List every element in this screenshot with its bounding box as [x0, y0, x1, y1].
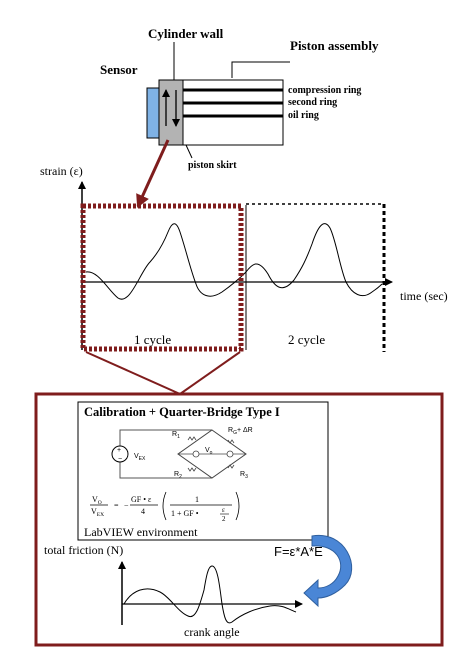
strain-gauge-rg-icon [227, 439, 235, 444]
formula-gf-den: 4 [141, 507, 145, 516]
formula-paren-right [235, 491, 240, 521]
sensor-label: Sensor [100, 62, 138, 77]
ring-label: compression ring [288, 85, 361, 96]
piston-section: Cylinder wall Piston assembly Sensor com… [100, 26, 379, 171]
formula-lhs-num: VO [92, 495, 102, 506]
formula-inner-den: 1 + GF • [171, 509, 199, 518]
piston-skirt-label: piston skirt [188, 160, 237, 171]
strain-signal-curve [85, 223, 383, 300]
r1-label: R1 [172, 431, 180, 440]
vo-label: Vo [205, 447, 213, 456]
formula-equals: = [114, 501, 119, 510]
piston-skirt-leader [185, 144, 193, 159]
friction-plot: total friction (N) crank angle [44, 543, 303, 639]
cylinder-wall [158, 79, 184, 146]
curved-blue-arrow-icon [303, 534, 353, 608]
formula-lhs-den: VEX [91, 507, 104, 518]
piston-assembly-leader [231, 61, 290, 78]
strain-plot: strain (ε) time (sec) 1 cycle 2 cycle [40, 164, 448, 352]
vex-label: VEX [134, 453, 146, 462]
zoom-connector-right [179, 351, 241, 395]
output-node-right [226, 450, 234, 458]
voltage-source-icon [111, 445, 129, 463]
labview-box [77, 401, 329, 541]
ring-label: second ring [288, 97, 337, 108]
time-axis-label: time (sec) [400, 289, 448, 303]
r2-label: R2 [174, 471, 182, 480]
force-equation-label: F=ε*A*E [274, 544, 323, 559]
crank-angle-label: crank angle [184, 625, 240, 639]
formula-minus: − [124, 501, 129, 510]
sensor-block [146, 87, 160, 139]
formula-paren-left [162, 491, 167, 521]
resistor-r2-icon [187, 467, 197, 472]
rg-label: RG+ ΔR [228, 427, 253, 436]
minus-sign: − [118, 456, 122, 463]
calibration-title: Calibration + Quarter-Bridge Type I [84, 405, 280, 419]
friction-y-label: total friction (N) [44, 543, 123, 557]
formula-inner-num: 1 [195, 495, 199, 504]
formula-eps-num: ε [222, 506, 225, 514]
strain-y-label: strain (ε) [40, 164, 83, 178]
labview-environment-label: LabVIEW environment [84, 525, 198, 539]
r3-label: R3 [240, 471, 248, 480]
output-node-left [192, 450, 200, 458]
cycle-1-highlight-frame [80, 203, 244, 352]
detail-panel-frame [34, 392, 444, 647]
piston-assembly-label: Piston assembly [290, 38, 379, 53]
cylinder-wall-label: Cylinder wall [148, 26, 224, 41]
wheatstone-bridge-icon [177, 429, 247, 479]
formula-eps-den: 2 [222, 515, 226, 523]
cycle-label: 2 cycle [288, 332, 325, 347]
zoom-connector-left [85, 351, 181, 395]
plus-sign: + [117, 447, 121, 454]
resistor-r3-icon [227, 464, 235, 469]
formula-gf-num: GF • ε [131, 495, 152, 504]
bridge-formula: VO VEX = − GF • ε 4 1 1 + GF • ε 2 [90, 491, 240, 523]
resistor-r1-icon [187, 436, 197, 441]
cycle-label: 1 cycle [134, 332, 171, 347]
sensor-to-plot-arrow [136, 139, 170, 208]
friction-curve [123, 565, 297, 624]
ring-label: oil ring [288, 110, 319, 121]
labview-panel: Calibration + Quarter-Bridge Type I + − … [77, 401, 329, 541]
